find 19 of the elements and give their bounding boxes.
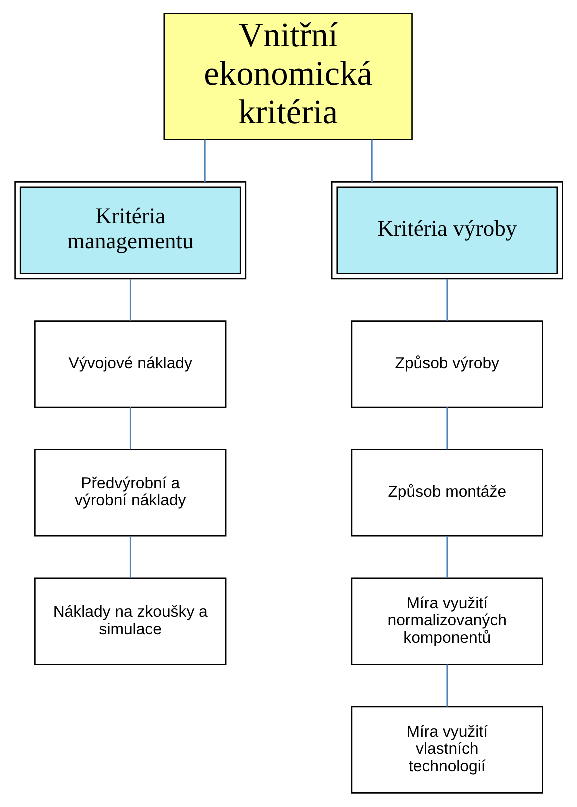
node-box: Míra využití normalizovaných komponentů [350,578,543,666]
node-box: Předvýrobní a výrobní náklady [34,449,226,537]
connector [446,279,448,322]
connector [446,664,448,707]
connector [129,408,131,450]
connector [204,140,206,182]
node-box: Míra využití vlastních technologií [350,706,543,794]
node-box: Způsob výroby [350,320,543,408]
connector [129,279,131,322]
connector [446,536,448,578]
node-box: Vnitřní ekonomická kritéria [163,13,412,140]
connector [371,140,372,182]
connector [446,408,448,450]
connector [129,536,131,578]
node-box: Kritéria managementu [14,182,246,280]
node-box: Vývojové náklady [34,320,226,408]
node-box: Způsob montáže [350,449,543,537]
node-box: Náklady na zkoušky a simulace [34,578,226,666]
node-box: Kritéria výroby [330,182,563,280]
